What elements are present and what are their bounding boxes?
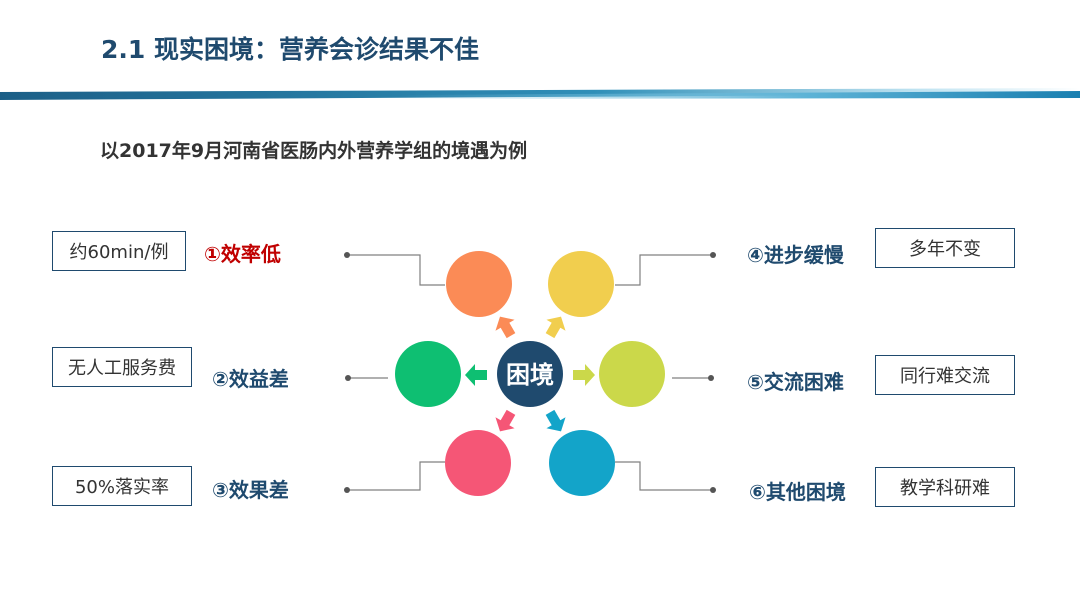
- label-effect: ③效果差: [212, 478, 289, 502]
- arrow-other: [545, 409, 566, 432]
- detail-box-other: 教学科研难: [875, 467, 1015, 507]
- connector-5-dot: [708, 375, 714, 381]
- header-divider-bar: [0, 88, 1080, 100]
- detail-box-efficiency: 约60min/例: [52, 231, 186, 271]
- connector-4: [615, 254, 713, 286]
- arrow-efficiency: [495, 316, 516, 339]
- connector-3-dot: [344, 487, 350, 493]
- detail-box-effect: 50%落实率: [52, 466, 192, 506]
- arrow-effect: [495, 409, 516, 432]
- connector-4-dot: [710, 252, 716, 258]
- connector-1: [347, 254, 445, 286]
- subtitle: 以2017年9月河南省医肠内外营养学组的境遇为例: [100, 140, 528, 162]
- connector-3: [347, 461, 445, 491]
- circle-other: [549, 430, 615, 496]
- circle-benefit: [395, 341, 461, 407]
- connector-6: [615, 461, 713, 491]
- label-communication: ⑤交流困难: [747, 370, 844, 394]
- detail-box-benefit: 无人工服务费: [52, 347, 192, 387]
- arrow-progress: [545, 316, 566, 339]
- label-efficiency: ①效率低: [204, 242, 281, 266]
- circle-communication: [599, 341, 665, 407]
- arrow-communication: [573, 364, 595, 386]
- circle-efficiency: [446, 251, 512, 317]
- label-other: ⑥其他困境: [749, 480, 846, 504]
- page-title: 2.1 现实困境：营养会诊结果不佳: [101, 35, 479, 64]
- label-progress: ④进步缓慢: [747, 243, 844, 267]
- detail-box-progress: 多年不变: [875, 228, 1015, 268]
- circle-progress: [548, 251, 614, 317]
- detail-box-communication: 同行难交流: [875, 355, 1015, 395]
- connector-2-dot: [345, 375, 351, 381]
- label-benefit: ②效益差: [212, 367, 289, 391]
- connector-1-dot: [344, 252, 350, 258]
- connector-6-dot: [710, 487, 716, 493]
- circle-effect: [445, 430, 511, 496]
- center-circle: [497, 341, 563, 407]
- center-label: 困境: [506, 361, 554, 389]
- arrow-benefit: [465, 364, 487, 386]
